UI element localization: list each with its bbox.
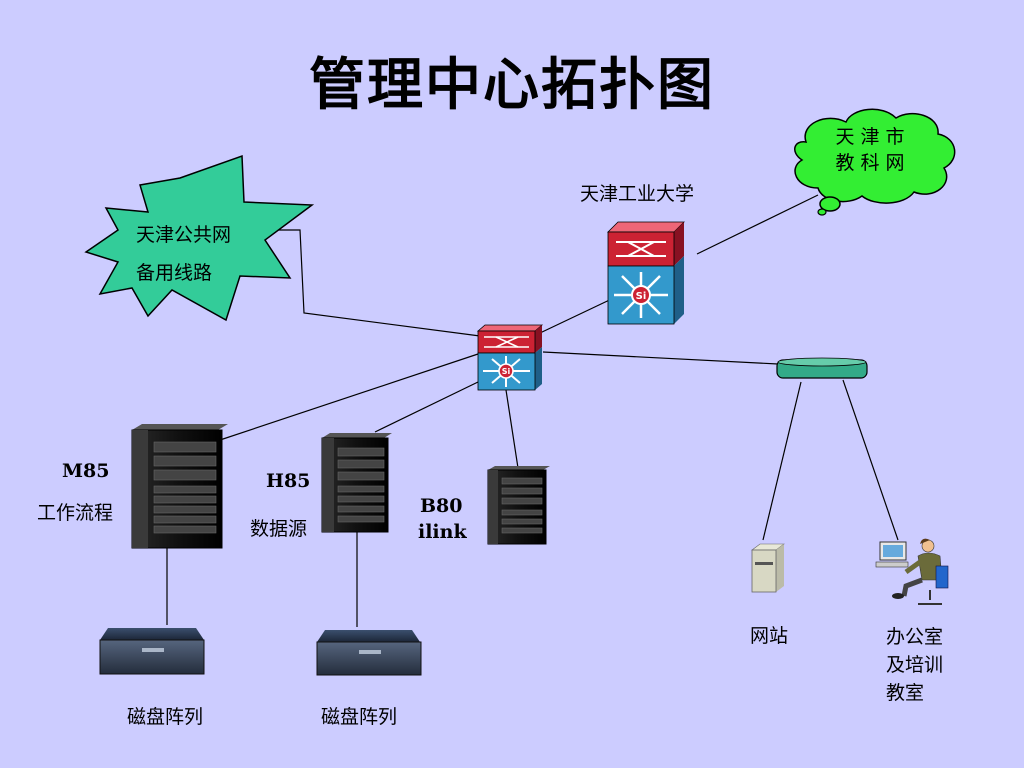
office-user-icon	[875, 538, 949, 605]
m85-server-icon	[131, 424, 228, 549]
edu-net-cloud	[794, 108, 956, 216]
b80-server-icon	[487, 466, 550, 545]
edu-net-label-line1: 天 津 市	[835, 126, 905, 148]
svg-text:Si: Si	[502, 367, 511, 376]
b80-desc-label: ilink	[418, 521, 467, 543]
university-label: 天津工业大学	[580, 183, 695, 205]
link-b80	[505, 389, 519, 469]
office-label-line2: 及培训	[886, 654, 944, 676]
link-office	[842, 379, 899, 541]
disk-array-right-label: 磁盘阵列	[321, 706, 398, 728]
m85-name-label: M85	[62, 460, 110, 482]
page-title: 管理中心拓扑图	[309, 53, 715, 118]
edu-net-label-line2: 教 科 网	[835, 152, 905, 174]
public-net-starburst	[84, 154, 315, 322]
public-net-label-line2: 备用线路	[136, 262, 213, 284]
m85-desc-label: 工作流程	[37, 502, 114, 524]
university-switch-icon: Si	[607, 221, 685, 325]
h85-desc-label: 数据源	[250, 518, 308, 540]
link-hub	[542, 351, 779, 365]
link-h85	[374, 381, 479, 433]
h85-server-icon	[321, 433, 392, 533]
link-m85	[219, 353, 479, 441]
link-edu-net	[696, 194, 819, 255]
link-university	[539, 294, 621, 334]
link-website	[762, 381, 802, 541]
disk-array-left-label: 磁盘阵列	[127, 706, 204, 728]
b80-name-label: B80	[420, 495, 463, 517]
office-label-line1: 办公室	[886, 626, 944, 648]
hub-icon	[776, 357, 868, 379]
link-public-net	[253, 229, 481, 337]
core-switch-icon: Si	[476, 324, 544, 391]
svg-text:Si: Si	[636, 291, 647, 302]
public-net-label-line1: 天津公共网	[136, 224, 232, 246]
h85-name-label: H85	[266, 470, 311, 492]
disk-array-right-icon	[316, 630, 422, 676]
website-label: 网站	[750, 625, 789, 647]
disk-array-left-icon	[99, 628, 205, 675]
website-server-icon	[751, 543, 785, 593]
office-label-line3: 教室	[886, 682, 925, 704]
